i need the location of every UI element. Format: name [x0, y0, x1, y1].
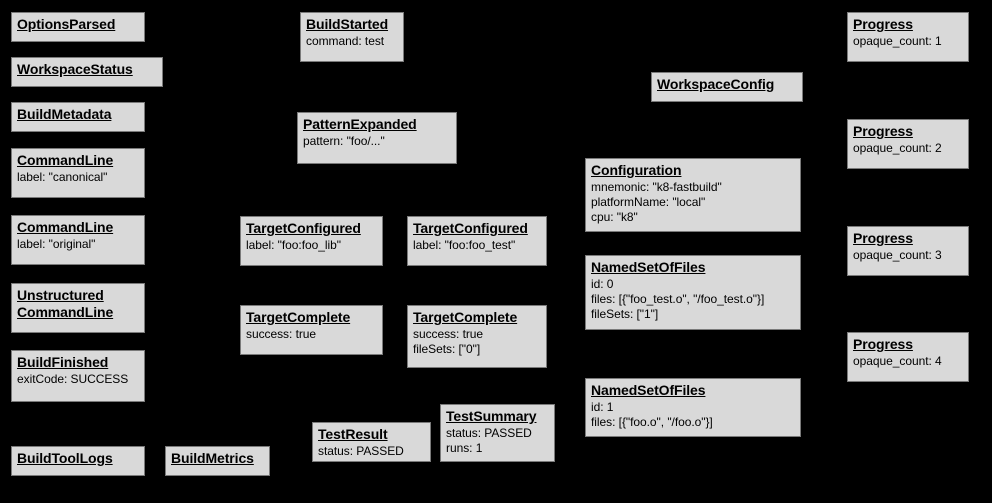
node-title-row: WorkspaceConfig	[657, 76, 797, 94]
node-fields: label: "canonical"	[17, 170, 108, 184]
node-title: TestResult	[318, 426, 388, 442]
node-configuration[interactable]: Configuration mnemonic: "k8-fastbuild" pl…	[585, 158, 801, 232]
node-title-row: TargetConfigured	[413, 220, 541, 238]
node-command-line-canonical[interactable]: CommandLine label: "canonical"	[11, 148, 145, 198]
node-target-configured-foo-test[interactable]: TargetConfigured label: "foo:foo_test"	[407, 216, 547, 266]
node-title-row: TestSummary	[446, 408, 549, 426]
node-workspace-status[interactable]: WorkspaceStatus	[11, 57, 163, 87]
node-command-line-original[interactable]: CommandLine label: "original"	[11, 215, 145, 265]
node-title-row: WorkspaceStatus	[17, 61, 157, 79]
node-title: TestSummary	[446, 408, 537, 424]
node-title-row: CommandLine	[17, 219, 139, 237]
node-progress-3[interactable]: Progress opaque_count: 3	[847, 226, 969, 276]
node-test-result[interactable]: TestResult status: PASSED	[312, 422, 431, 462]
node-title-row: TestResult	[318, 426, 425, 444]
node-title-row: BuildToolLogs	[17, 450, 139, 468]
node-fields: command: test	[306, 34, 385, 48]
node-fields: success: true	[246, 327, 317, 341]
node-title: Unstructured CommandLine	[17, 287, 114, 320]
node-title: NamedSetOfFiles	[591, 259, 706, 275]
node-title: PatternExpanded	[303, 116, 417, 132]
node-title: TargetComplete	[246, 309, 351, 325]
node-target-configured-foo-lib[interactable]: TargetConfigured label: "foo:foo_lib"	[240, 216, 383, 266]
node-title-row: BuildMetrics	[171, 450, 264, 468]
node-target-complete-lib[interactable]: TargetComplete success: true	[240, 305, 383, 355]
node-title: Progress	[853, 230, 913, 246]
node-fields: mnemonic: "k8-fastbuild" platformName: "…	[591, 180, 722, 224]
node-build-finished[interactable]: BuildFinished exitCode: SUCCESS	[11, 350, 145, 402]
node-build-tool-logs[interactable]: BuildToolLogs	[11, 446, 145, 476]
node-title-row: CommandLine	[17, 152, 139, 170]
node-title-row: BuildFinished	[17, 354, 139, 372]
node-title: BuildMetrics	[171, 450, 254, 466]
node-fields: exitCode: SUCCESS	[17, 372, 129, 386]
node-title: WorkspaceStatus	[17, 61, 133, 77]
node-title: Progress	[853, 16, 913, 32]
node-fields: id: 0 files: [{"foo_test.o", "/foo_test.…	[591, 277, 765, 321]
node-fields: pattern: "foo/..."	[303, 134, 385, 148]
node-title: Progress	[853, 123, 913, 139]
node-fields: status: PASSED	[318, 444, 404, 458]
node-fields: status: PASSED runs: 1	[446, 426, 532, 455]
node-title: NamedSetOfFiles	[591, 382, 706, 398]
node-title-row: Unstructured CommandLine	[17, 287, 139, 322]
node-title: OptionsParsed	[17, 16, 116, 32]
node-fields: label: "original"	[17, 237, 96, 251]
node-fields: opaque_count: 2	[853, 141, 942, 155]
node-progress-4[interactable]: Progress opaque_count: 4	[847, 332, 969, 382]
node-title: WorkspaceConfig	[657, 76, 775, 92]
node-title: BuildFinished	[17, 354, 109, 370]
node-title-row: NamedSetOfFiles	[591, 259, 795, 277]
node-workspace-config[interactable]: WorkspaceConfig	[651, 72, 803, 102]
node-title-row: NamedSetOfFiles	[591, 382, 795, 400]
node-title: BuildStarted	[306, 16, 389, 32]
node-title-row: Progress	[853, 336, 963, 354]
node-fields: label: "foo:foo_lib"	[246, 238, 341, 252]
node-title: CommandLine	[17, 152, 114, 168]
node-test-summary[interactable]: TestSummary status: PASSED runs: 1	[440, 404, 555, 462]
node-progress-1[interactable]: Progress opaque_count: 1	[847, 12, 969, 62]
node-fields: opaque_count: 3	[853, 248, 942, 262]
node-title-row: TargetConfigured	[246, 220, 377, 238]
node-fields: label: "foo:foo_test"	[413, 238, 516, 252]
node-title: TargetConfigured	[246, 220, 361, 236]
node-title: CommandLine	[17, 219, 114, 235]
node-title-row: Progress	[853, 123, 963, 141]
node-fields: opaque_count: 4	[853, 354, 942, 368]
node-fields: success: true fileSets: ["0"]	[413, 327, 484, 356]
node-pattern-expanded[interactable]: PatternExpanded pattern: "foo/..."	[297, 112, 457, 164]
node-title: Configuration	[591, 162, 682, 178]
node-title-row: TargetComplete	[413, 309, 541, 327]
node-title: TargetComplete	[413, 309, 518, 325]
node-options-parsed[interactable]: OptionsParsed	[11, 12, 145, 42]
node-unstructured-command-line[interactable]: Unstructured CommandLine	[11, 283, 145, 333]
node-title-row: PatternExpanded	[303, 116, 451, 134]
node-named-set-of-files-1[interactable]: NamedSetOfFiles id: 1 files: [{"foo.o", "…	[585, 378, 801, 437]
node-build-metadata[interactable]: BuildMetadata	[11, 102, 145, 132]
node-fields: id: 1 files: [{"foo.o", "/foo.o"}]	[591, 400, 713, 429]
node-title-row: BuildStarted	[306, 16, 398, 34]
node-title: Progress	[853, 336, 913, 352]
node-title: BuildToolLogs	[17, 450, 113, 466]
node-progress-2[interactable]: Progress opaque_count: 2	[847, 119, 969, 169]
node-title-row: Progress	[853, 230, 963, 248]
node-title: TargetConfigured	[413, 220, 528, 236]
node-title-row: Progress	[853, 16, 963, 34]
node-named-set-of-files-0[interactable]: NamedSetOfFiles id: 0 files: [{"foo_test.…	[585, 255, 801, 330]
node-title: BuildMetadata	[17, 106, 112, 122]
node-title-row: Configuration	[591, 162, 795, 180]
node-title-row: TargetComplete	[246, 309, 377, 327]
node-target-complete-test[interactable]: TargetComplete success: true fileSets: ["…	[407, 305, 547, 368]
node-fields: opaque_count: 1	[853, 34, 942, 48]
node-title-row: OptionsParsed	[17, 16, 139, 34]
node-build-metrics[interactable]: BuildMetrics	[165, 446, 270, 476]
node-build-started[interactable]: BuildStarted command: test	[300, 12, 404, 62]
node-title-row: BuildMetadata	[17, 106, 139, 124]
